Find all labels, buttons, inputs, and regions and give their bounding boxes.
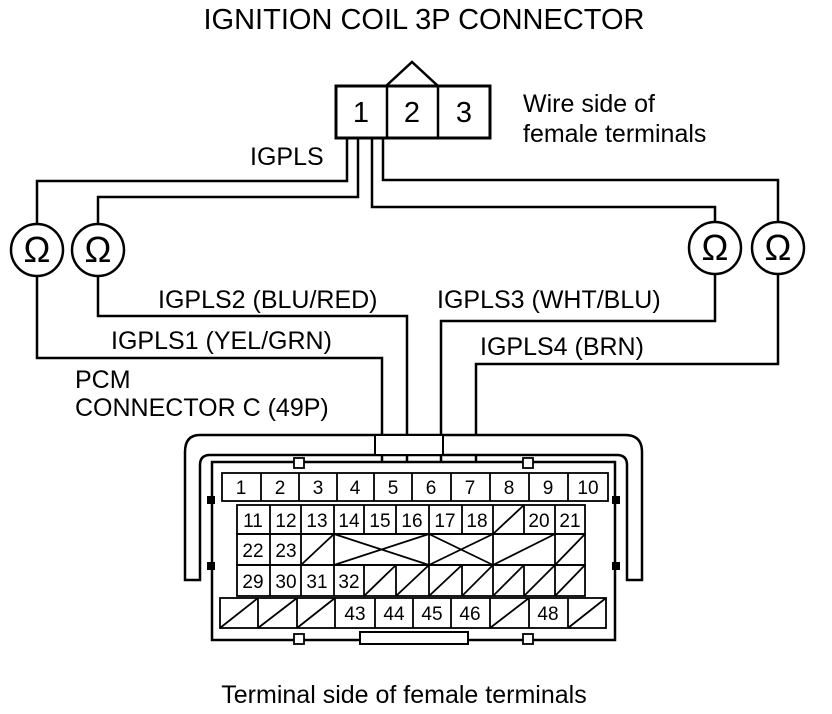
pcm-pin: 44 [383, 604, 405, 625]
pcm-pin: 16 [401, 511, 422, 532]
igpls1-label: IGPLS1 (YEL/GRN) [111, 327, 332, 355]
pcm-pin: 8 [504, 478, 515, 499]
pcm-label-line2: CONNECTOR C (49P) [75, 394, 329, 422]
pcm-pin: 32 [338, 572, 359, 593]
ohm-icon: Ω [85, 229, 112, 270]
pcm-pin: 17 [434, 511, 455, 532]
pcm-pin: 21 [559, 511, 580, 532]
pcm-pin: 1 [236, 478, 247, 499]
pcm-pin: 43 [344, 604, 365, 625]
ohmmeter-2: Ω [70, 222, 126, 278]
ignition-pin-3: 3 [456, 97, 472, 129]
diagram-title: IGNITION COIL 3P CONNECTOR [204, 4, 645, 36]
ohmmeter-3: Ω [687, 220, 743, 276]
pcm-pin: 15 [369, 511, 390, 532]
pcm-pin: 31 [306, 572, 327, 593]
pcm-pin: 23 [275, 541, 296, 562]
wire-side-label-line2: female terminals [523, 120, 706, 148]
pcm-pin: 11 [243, 511, 263, 532]
igpls3-label: IGPLS3 (WHT/BLU) [437, 286, 661, 314]
pcm-pin: 20 [528, 511, 549, 532]
connector-key-tab [385, 60, 439, 87]
terminal-side-label: Terminal side of female terminals [221, 681, 586, 709]
pcm-pin: 2 [275, 478, 286, 499]
ignition-coil-connector: 1 2 3 [334, 60, 492, 140]
pcm-pin: 18 [466, 511, 487, 532]
ohm-icon: Ω [765, 227, 792, 268]
ignition-wires [35, 138, 780, 226]
pcm-row-5: 43 44 45 46 48 [219, 597, 607, 629]
ohmmeter-1: Ω [9, 222, 65, 278]
pcm-row-1: 1 2 3 4 5 6 7 8 9 10 [221, 472, 609, 502]
igpls4-label: IGPLS4 (BRN) [480, 333, 644, 361]
pcm-row-3: 22 23 [236, 533, 586, 566]
pcm-pin: 46 [459, 604, 480, 625]
pcm-pin: 12 [275, 511, 296, 532]
pcm-pin: 22 [242, 541, 263, 562]
pcm-pin: 7 [465, 478, 476, 499]
pcm-pin: 14 [338, 511, 360, 532]
pcm-pin: 45 [421, 604, 442, 625]
pcm-pin: 3 [313, 478, 324, 499]
pcm-row-4: 29 30 31 32 [236, 564, 586, 597]
ohm-icon: Ω [702, 227, 729, 268]
ignition-pin-2: 2 [404, 97, 420, 129]
pcm-pin: 30 [275, 572, 296, 593]
pcm-pin: 5 [388, 478, 399, 499]
ohm-icon: Ω [24, 229, 51, 270]
pcm-pin: 29 [242, 572, 263, 593]
pcm-pin: 48 [537, 604, 558, 625]
connector-body [334, 84, 492, 140]
pcm-pin: 4 [350, 478, 361, 499]
pcm-label-line1: PCM [75, 366, 131, 394]
ignition-pin-1: 1 [353, 97, 369, 129]
pcm-row-2: 11 12 13 14 15 16 17 18 20 21 [236, 504, 586, 535]
igpls2-label: IGPLS2 (BLU/RED) [158, 286, 378, 314]
pcm-pin: 6 [426, 478, 437, 499]
wire-side-label-line1: Wire side of [523, 90, 655, 118]
pcm-pin: 9 [543, 478, 554, 499]
pcm-pin: 10 [577, 478, 598, 499]
ohmmeter-4: Ω [750, 220, 806, 276]
igpls-label: IGPLS [250, 143, 324, 171]
pcm-wires [35, 274, 780, 498]
pcm-pin: 13 [306, 511, 327, 532]
